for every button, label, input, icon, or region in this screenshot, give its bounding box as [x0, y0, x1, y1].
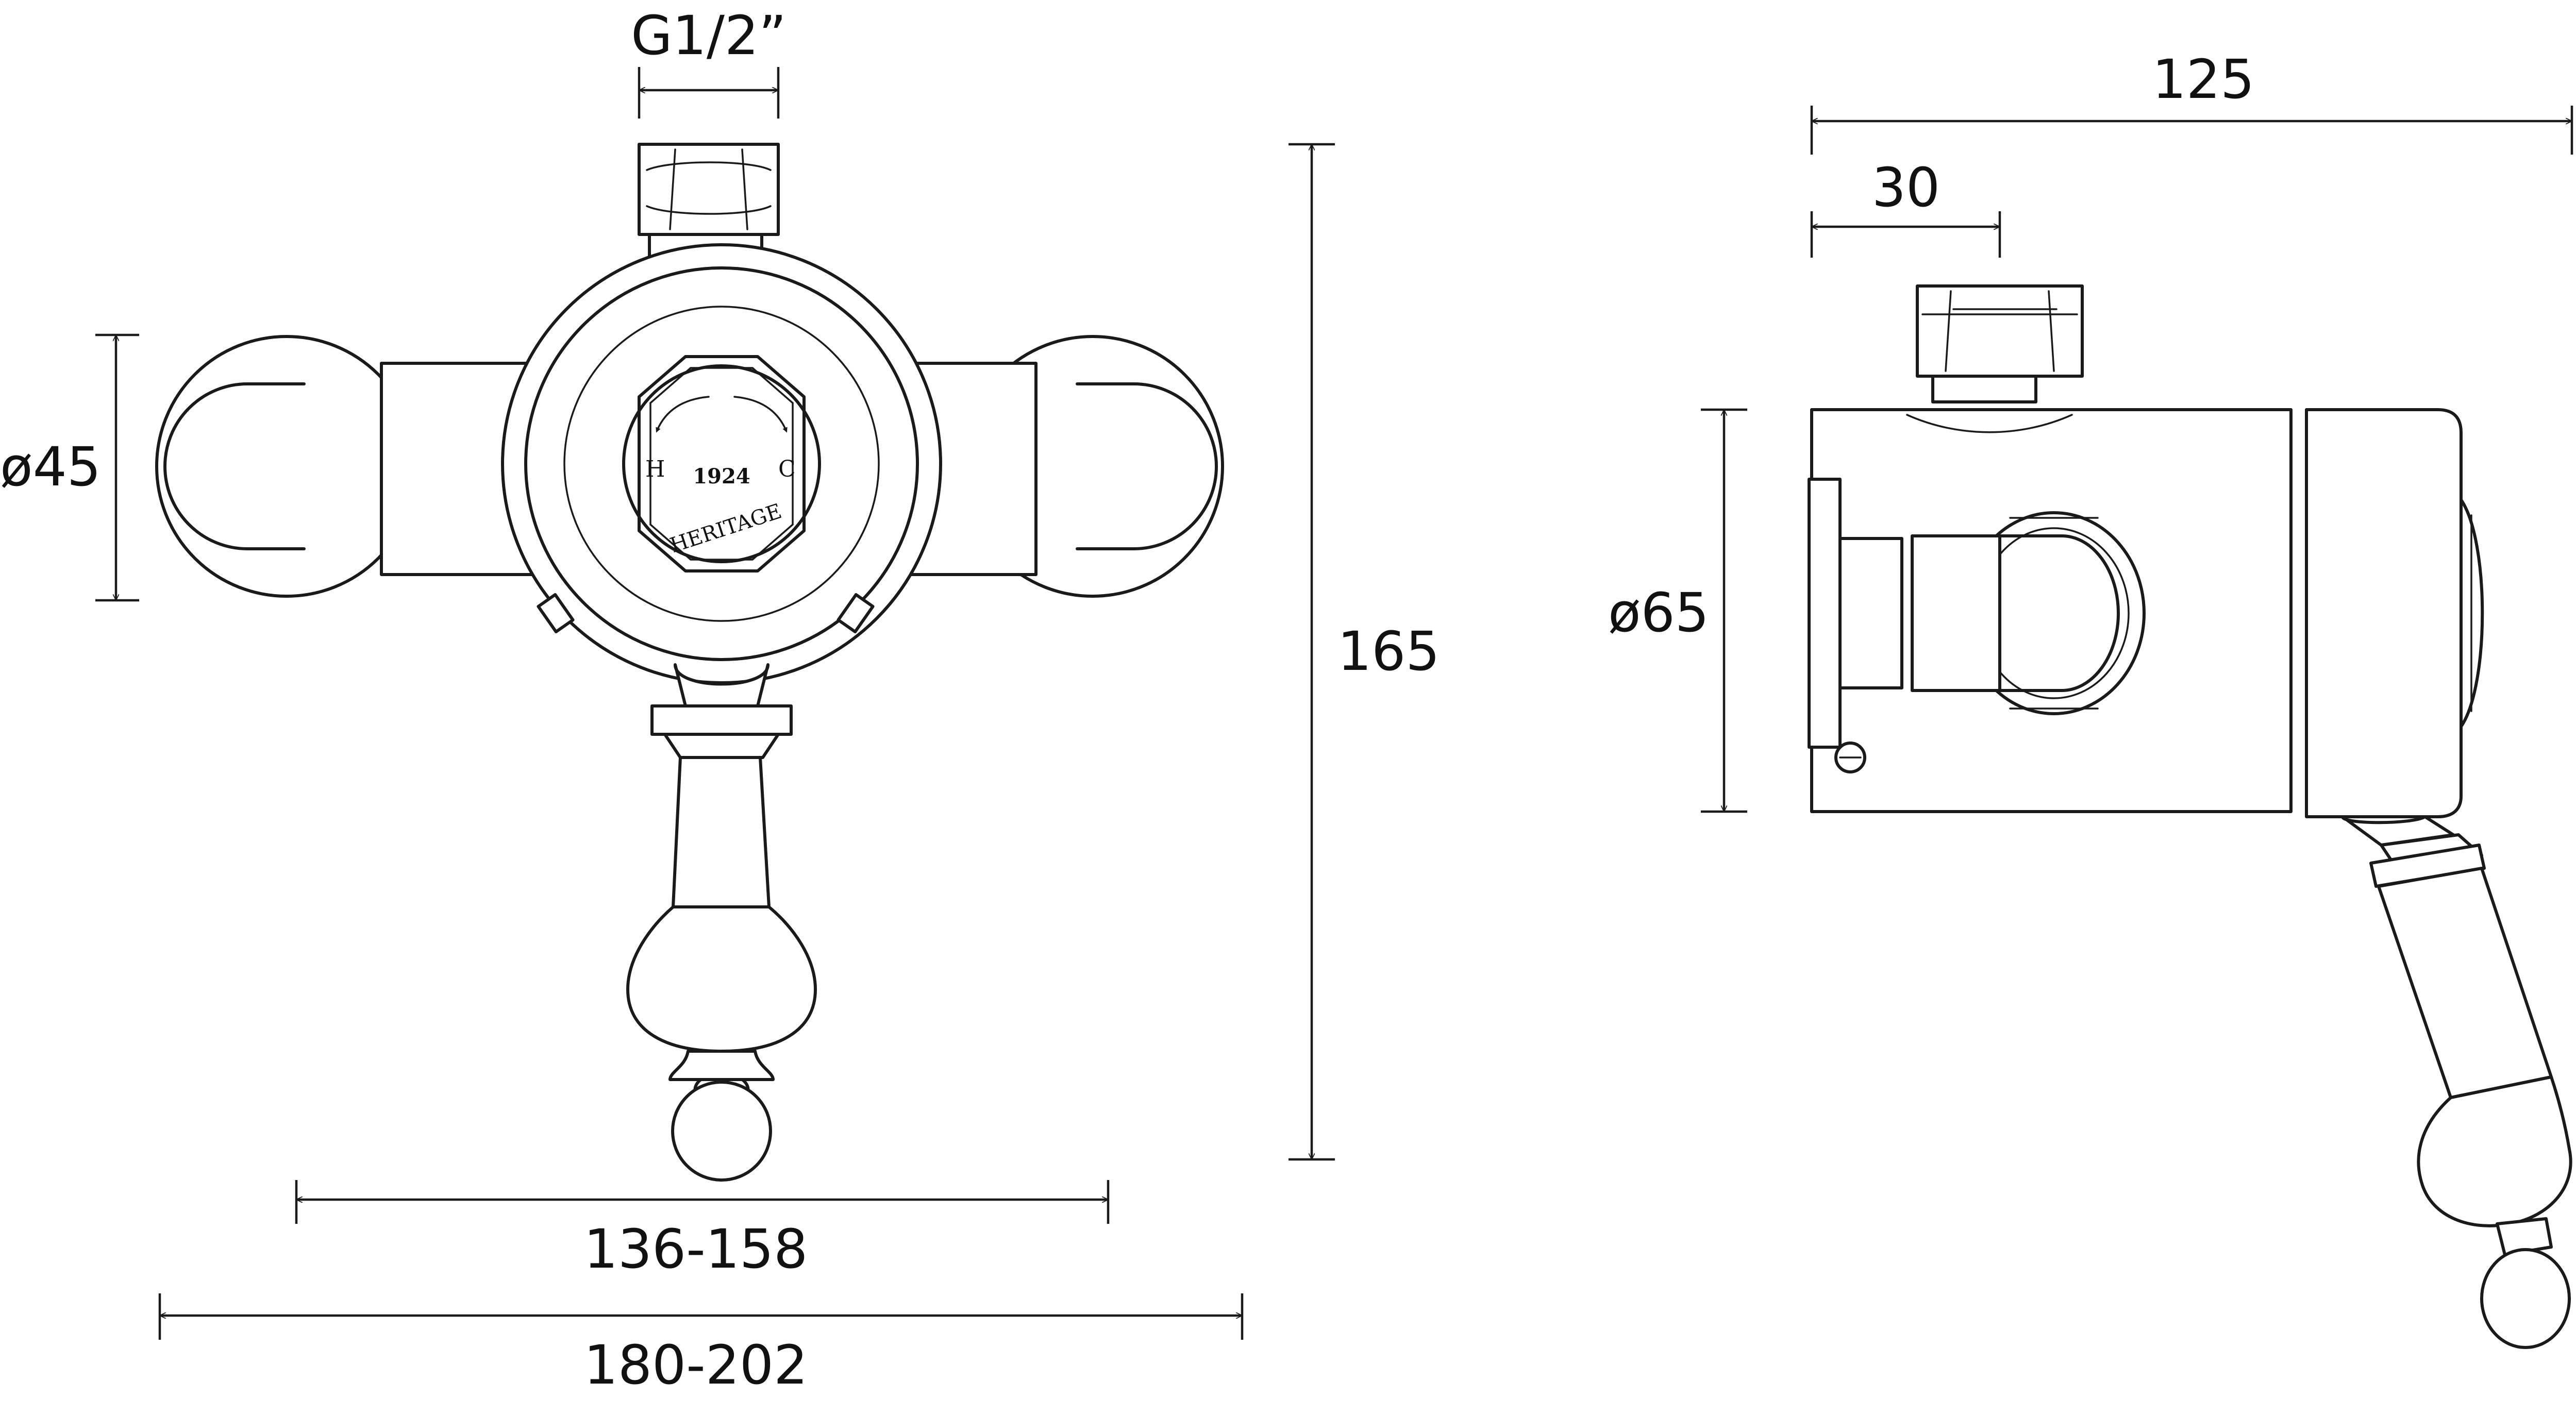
- temperature-dial[interactable]: H C 1924 HERITAGE: [622, 355, 821, 572]
- cold-arrow-icon: [733, 396, 788, 433]
- dimension-inlet-diameter: ø45: [0, 333, 139, 602]
- label-inlet-thread: G1/2”: [631, 4, 787, 67]
- label-inlet-diameter: ø45: [0, 435, 101, 498]
- dimension-overall-depth: 125: [1810, 48, 2573, 155]
- dimension-centres-width: 136-158: [295, 1180, 1110, 1281]
- set-screws: [537, 593, 875, 634]
- dimension-height: 165: [1289, 143, 1440, 1161]
- label-overall-width: 180-202: [584, 1334, 808, 1396]
- side-lever[interactable]: [2341, 815, 2572, 1349]
- lever-handle[interactable]: [626, 663, 817, 1182]
- dimension-overall-width: 180-202: [158, 1293, 1244, 1396]
- dimension-inlet-thread: G1/2”: [631, 4, 787, 119]
- dial-hot-label: H: [645, 456, 665, 482]
- side-view: 125 30 ø65: [1608, 48, 2573, 1349]
- side-inlet: [1911, 511, 2146, 715]
- dimension-outlet-offset: 30: [1810, 156, 2001, 258]
- label-overall-depth: 125: [2152, 48, 2255, 111]
- label-body-diameter: ø65: [1608, 581, 1709, 644]
- side-screw: [1834, 742, 1866, 773]
- label-centres-width: 136-158: [584, 1218, 808, 1281]
- left-inlet-elbow: [155, 335, 538, 598]
- hot-arrow-icon: [656, 396, 710, 433]
- label-height: 165: [1337, 620, 1440, 683]
- dial-year: 1924: [693, 464, 750, 488]
- side-top-nut: [1916, 284, 2084, 403]
- dimension-body-diameter: ø65: [1608, 408, 1747, 813]
- dial-cold-label: C: [778, 456, 796, 482]
- side-flange: [1808, 478, 1903, 749]
- side-body: [1810, 408, 2484, 818]
- front-view: H C 1924 HERITAGE G1/2”: [0, 4, 1440, 1396]
- label-outlet-offset: 30: [1872, 156, 1940, 219]
